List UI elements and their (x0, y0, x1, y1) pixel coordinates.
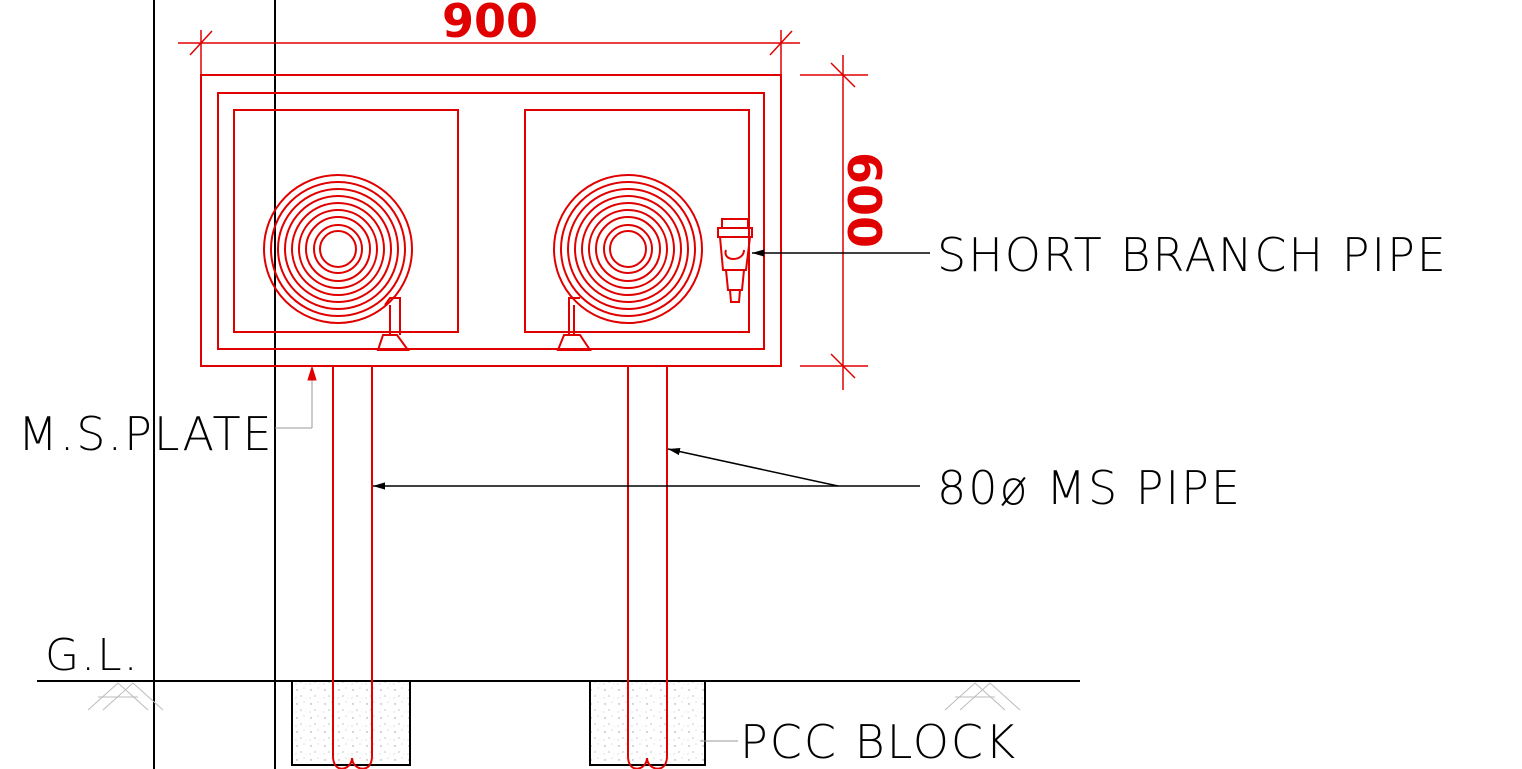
hose-reel-icon (263, 174, 413, 351)
ms-pipe-right (627, 367, 668, 769)
dimension-width (178, 30, 800, 78)
leader-ms-plate (275, 365, 317, 429)
dimension-height (800, 55, 868, 390)
dimension-width-label: 900 (442, 0, 538, 48)
ground-line (37, 680, 1080, 711)
nozzle-icon (717, 218, 753, 303)
hose-reel-icon (553, 174, 703, 351)
label-short-branch-pipe: SHORT BRANCH PIPE (937, 228, 1448, 282)
pcc-block-left (291, 680, 411, 766)
label-ground-level: G.L. (45, 630, 140, 681)
wall-lines (153, 0, 276, 769)
hose-cabinet (200, 74, 782, 367)
label-pcc-block: PCC BLOCK (740, 715, 1017, 769)
dimension-height-label: 600 (837, 152, 891, 248)
pcc-block-right (589, 680, 706, 766)
ms-pipe-left (332, 367, 373, 769)
leader-ms-pipe (373, 448, 920, 490)
label-ms-plate: M.S.PLATE (18, 407, 274, 461)
label-ms-pipe: 80ø MS PIPE (937, 461, 1242, 515)
